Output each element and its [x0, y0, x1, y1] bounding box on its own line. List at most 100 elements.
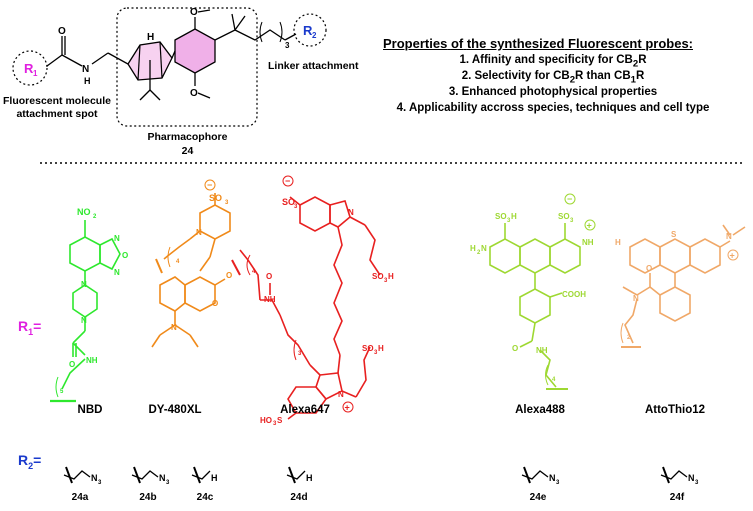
- amide-oxygen: O: [58, 26, 66, 37]
- svg-text:N: N: [549, 473, 556, 483]
- svg-text:−: −: [567, 194, 572, 204]
- alexa488-structure: SO 3 H SO 3 − + H 2 N NH COOH O NH 4: [470, 193, 596, 390]
- compound-24a: 24a: [71, 492, 89, 503]
- compound-24-label: 24: [181, 145, 194, 157]
- dy480xl-structure: − SO 3 N O O N 4: [151, 179, 232, 348]
- svg-text:O: O: [512, 344, 518, 353]
- dye-label-nbd: NBD: [77, 404, 103, 416]
- svg-text:2: 2: [93, 214, 97, 220]
- svg-text:H: H: [511, 212, 517, 221]
- svg-text:N: N: [481, 244, 487, 253]
- r2-subscript: 2: [312, 31, 317, 40]
- svg-text:−: −: [207, 180, 212, 190]
- svg-text:N: N: [726, 232, 732, 241]
- dye-label-dy480xl: DY-480XL: [148, 404, 202, 416]
- svg-text:SO: SO: [372, 272, 384, 281]
- nbd-no2: NO: [77, 207, 91, 217]
- svg-text:N: N: [338, 390, 344, 399]
- svg-text:HO: HO: [260, 416, 272, 425]
- dye-label-alexa488: Alexa488: [515, 404, 565, 416]
- svg-text:H: H: [470, 244, 476, 253]
- linker-caption: Linker attachment: [268, 60, 359, 72]
- svg-text:4: 4: [176, 259, 180, 265]
- svg-text:N: N: [91, 473, 98, 483]
- svg-text:NH: NH: [582, 238, 594, 247]
- svg-text:N: N: [114, 268, 120, 277]
- svg-text:H: H: [388, 272, 394, 281]
- svg-text:3: 3: [294, 204, 298, 210]
- amide-hydrogen: H: [84, 76, 91, 86]
- svg-text:H: H: [615, 238, 621, 247]
- svg-text:+: +: [587, 221, 592, 231]
- bridge-hydrogen: H: [147, 32, 154, 43]
- nbd-structure: NO 2 N O N N N O NH 5: [50, 207, 128, 403]
- svg-text:SO: SO: [495, 212, 507, 221]
- r2-group-24e: N 3: [521, 466, 560, 486]
- svg-text:2: 2: [477, 250, 481, 256]
- svg-text:4: 4: [552, 377, 556, 383]
- svg-text:3: 3: [374, 350, 378, 356]
- fluor-caption-1: Fluorescent molecule: [3, 95, 111, 107]
- svg-text:COOH: COOH: [562, 290, 586, 299]
- compound-24d: 24d: [290, 492, 308, 503]
- property-item-3: 3. Enhanced photophysical properties: [448, 86, 658, 98]
- r1-symbol: R: [24, 61, 34, 76]
- svg-text:3: 3: [384, 278, 388, 284]
- svg-text:2: 2: [627, 335, 631, 341]
- compound-24c: 24c: [196, 492, 214, 503]
- dye-label-attothio12: AttoThio12: [644, 404, 706, 416]
- svg-text:NH: NH: [86, 356, 98, 365]
- r2-group-24d: H: [286, 466, 313, 484]
- svg-text:5: 5: [60, 389, 64, 395]
- r2-group-24f: N 3: [660, 466, 699, 486]
- svg-text:3: 3: [570, 218, 574, 224]
- compound-24b: 24b: [139, 492, 157, 503]
- property-item-4: 4. Applicability accross species, techni…: [396, 102, 710, 114]
- svg-text:3: 3: [98, 480, 102, 486]
- r2-group-24a: N 3: [63, 466, 102, 486]
- pharmacophore-title: Pharmacophore: [147, 131, 228, 143]
- svg-text:H: H: [211, 473, 218, 483]
- amide-nitrogen: N: [82, 64, 89, 75]
- svg-text:4: 4: [252, 269, 256, 275]
- svg-text:N: N: [633, 294, 639, 303]
- property-item-2: 2. Selectivity for CB2R than CB1R: [461, 70, 645, 86]
- alexa647-structure: − SO 3 N SO 3 H SO 3 H N + NH O 4 3 HO 3…: [231, 175, 394, 425]
- r2-group-24b: N 3: [131, 466, 170, 486]
- attothio12-structure: S H N + O N 2: [615, 224, 746, 348]
- svg-text:N: N: [81, 316, 87, 325]
- svg-text:N: N: [159, 473, 166, 483]
- svg-text:NH: NH: [264, 295, 276, 304]
- svg-text:O: O: [212, 299, 218, 308]
- svg-text:SO: SO: [209, 193, 222, 203]
- property-item-1: 1. Affinity and specificity for CB2R: [459, 54, 647, 70]
- svg-text:N: N: [81, 280, 87, 289]
- r2-symbol: R: [303, 23, 313, 38]
- svg-text:S: S: [671, 230, 677, 239]
- svg-text:N: N: [348, 208, 354, 217]
- svg-text:H: H: [378, 344, 384, 353]
- svg-text:+: +: [730, 251, 735, 261]
- fluor-caption-2: attachment spot: [16, 108, 98, 120]
- svg-text:N: N: [114, 234, 120, 243]
- svg-text:−: −: [285, 176, 290, 186]
- svg-text:3: 3: [225, 200, 229, 206]
- svg-text:S: S: [277, 416, 283, 425]
- compound-24f: 24f: [669, 492, 685, 503]
- r1-row-label: R1=: [18, 318, 42, 337]
- svg-text:N: N: [171, 323, 177, 332]
- svg-text:3: 3: [507, 218, 511, 224]
- svg-text:O: O: [122, 251, 128, 260]
- svg-text:3: 3: [166, 480, 170, 486]
- dye-label-alexa647: Alexa647: [280, 404, 330, 416]
- svg-text:N: N: [688, 473, 695, 483]
- svg-text:3: 3: [273, 421, 277, 425]
- r2-group-24c: H: [191, 466, 218, 484]
- r1-subscript: 1: [33, 69, 38, 78]
- compound-24e: 24e: [529, 492, 547, 503]
- svg-text:SO: SO: [362, 344, 374, 353]
- svg-text:3: 3: [298, 351, 302, 357]
- pharmacophore-structure: R 1 O N H H O O 3 R 2: [12, 7, 327, 127]
- svg-text:N: N: [196, 228, 202, 237]
- methoxy-top-o: O: [190, 7, 198, 18]
